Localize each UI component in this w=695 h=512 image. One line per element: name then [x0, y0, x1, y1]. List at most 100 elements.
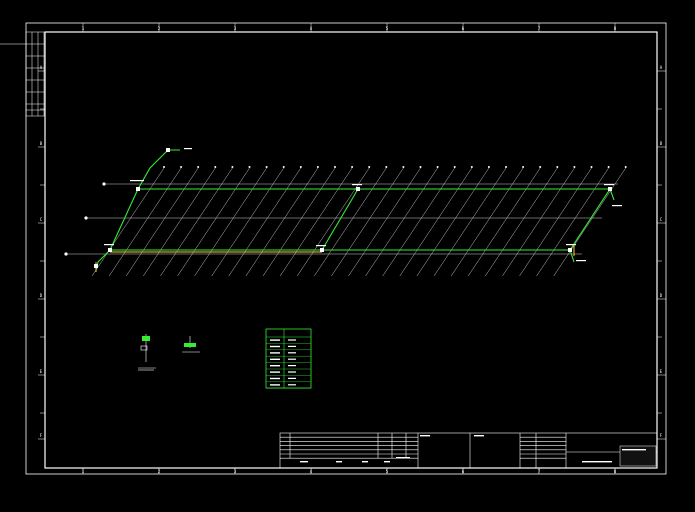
hatch-line [297, 167, 370, 277]
hatch-end-marker [163, 166, 165, 168]
hatch-end-marker [539, 166, 542, 168]
legend-description-mark [288, 345, 296, 347]
fitting-tag [104, 244, 114, 246]
hatch-line [160, 167, 233, 277]
legend-description-mark [288, 371, 296, 373]
hatch-end-marker [231, 166, 234, 168]
title-block-text-mark [384, 461, 390, 463]
row-zone-label-left: F [40, 433, 43, 438]
row-zone-label-left: E [40, 369, 43, 374]
hatch-end-marker [248, 166, 251, 168]
row-zone-label-right: B [660, 141, 663, 146]
column-zone-label-bottom: 3 [234, 469, 237, 474]
hatch-line [519, 167, 592, 277]
hatch-end-marker [180, 166, 183, 168]
legend-description-mark [288, 339, 296, 341]
outer-sheet-border [25, 22, 667, 475]
fitting-tag [316, 245, 326, 247]
column-zone-label-top: 7 [538, 26, 541, 31]
legend-description-mark [288, 352, 296, 354]
title-block-text-mark [582, 461, 612, 463]
grid-axis-bubbles [64, 182, 106, 256]
column-zone-label-bottom: 7 [538, 469, 541, 474]
fitting-node [166, 148, 170, 152]
hatch-end-marker [385, 166, 388, 168]
legend-symbol [270, 345, 280, 348]
title-block-text-mark [336, 461, 342, 463]
hatch-line [553, 167, 626, 277]
hatch-line [143, 167, 216, 277]
hatch-line [108, 167, 182, 277]
legend-symbol [270, 377, 280, 380]
hatch-line [177, 167, 250, 277]
isometric-hatch-lines [91, 166, 627, 277]
hatch-end-marker [607, 166, 610, 168]
legend-description-mark [288, 365, 296, 367]
title-block-text-marks [300, 435, 646, 463]
title-block-text-mark [420, 435, 430, 437]
column-zone-label-bottom: 1 [82, 469, 85, 474]
row-zone-label-left: C [40, 217, 43, 222]
row-zone-label-left: B [40, 141, 43, 146]
hatch-line [194, 167, 267, 277]
legend-symbol [270, 365, 280, 367]
column-zone-label-bottom: 8 [614, 469, 617, 474]
fitting-tag [576, 260, 586, 262]
fitting-tag [352, 184, 362, 186]
hatch-end-marker [436, 166, 439, 168]
row-zone-label-left: A [40, 65, 43, 70]
column-zone-label-top: 6 [462, 26, 465, 31]
hatch-end-marker [334, 166, 336, 168]
hatch-end-marker [402, 166, 405, 168]
hatch-end-marker [214, 166, 217, 168]
column-zone-label-top: 3 [234, 26, 237, 31]
fitting-tag [604, 184, 614, 186]
hatch-end-marker [590, 166, 593, 168]
hatch-line [348, 167, 421, 277]
hatch-end-marker [351, 166, 354, 168]
hatch-end-marker [522, 166, 525, 168]
hatch-end-marker [624, 166, 627, 168]
title-block-text-mark [362, 461, 368, 463]
legend-symbol [270, 384, 280, 386]
fitting-tag [612, 205, 622, 207]
row-zone-label-right: A [660, 65, 663, 70]
fitting-node [320, 248, 324, 252]
hatch-line [314, 167, 387, 277]
row-zone-label-right: E [660, 369, 663, 374]
legend-symbol [270, 358, 280, 360]
hatch-line [433, 167, 507, 277]
legend-table [265, 328, 312, 389]
pipe-fittings [94, 148, 622, 268]
title-block-text-mark [300, 461, 308, 463]
revision-stamp-block [0, 31, 45, 117]
hatch-end-marker [316, 166, 319, 168]
column-zone-label-top: 2 [158, 26, 161, 31]
hatch-line [245, 167, 319, 277]
hatch-line [331, 167, 404, 277]
hatch-end-marker [556, 166, 559, 168]
column-zone-label-top: 8 [614, 26, 617, 31]
fitting-node [108, 248, 112, 252]
column-zone-label-top: 1 [82, 26, 85, 31]
column-zone-label-top: 4 [310, 26, 313, 31]
row-zone-label-right: F [660, 433, 663, 438]
hatch-end-marker [197, 166, 200, 168]
row-zone-label-left: D [40, 293, 43, 298]
hatch-end-marker [282, 166, 285, 168]
hatch-end-marker [368, 166, 371, 168]
legend-symbol [270, 339, 280, 341]
fitting-node [568, 248, 572, 252]
legend-symbol [270, 371, 280, 373]
hatch-end-marker [265, 166, 268, 168]
hatch-line [228, 167, 301, 277]
hatch-line [262, 167, 336, 277]
fitting-node [94, 264, 98, 268]
row-zone-label-right: C [660, 217, 663, 222]
detail-symbol-1 [138, 334, 156, 371]
fitting-node [356, 187, 360, 191]
row-zone-label-right: D [660, 293, 663, 298]
column-zone-label-bottom: 2 [158, 469, 161, 474]
